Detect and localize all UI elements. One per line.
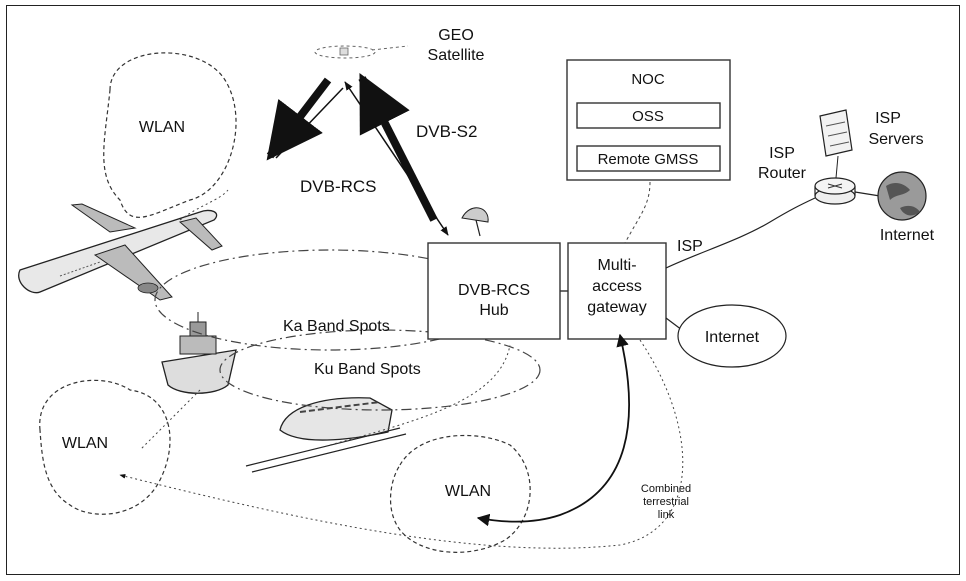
remote-gmss-box <box>576 145 721 172</box>
train-icon <box>245 397 407 473</box>
isp-server-icon <box>819 109 853 179</box>
gateway-label-line3: gateway <box>587 299 647 316</box>
wlan-left-label: WLAN <box>62 435 108 452</box>
wlan-bottom-label: WLAN <box>445 483 491 500</box>
combined-terrestrial-link-arrow <box>476 333 630 527</box>
gateway-label-line2: access <box>592 278 642 295</box>
dotted-link-plane-to-cloud <box>179 189 229 221</box>
dvb-s2-label: DVB-S2 <box>416 122 477 141</box>
dvb-s2-forward-arrow <box>275 73 438 222</box>
terrestrial-label-line3: link <box>658 509 675 521</box>
satellite-label-line1: GEO <box>438 27 474 44</box>
noc-gateway-link <box>624 181 651 244</box>
dotted-link-train-to-hub <box>329 344 511 446</box>
ku-band-label: Ku Band Spots <box>314 361 421 378</box>
terrestrial-label-line1: Combined <box>641 483 691 495</box>
geo-satellite-icon <box>314 45 409 59</box>
wlan-bottom-cloud <box>389 434 531 553</box>
satellite-label-line2: Satellite <box>428 47 485 64</box>
gateway-label-line1: Multi- <box>597 257 636 274</box>
oss-box <box>576 102 721 129</box>
airplane-icon <box>18 203 223 301</box>
dotted-link-ship <box>139 389 201 451</box>
internet-bubble-label: Internet <box>705 329 760 346</box>
wlan-top-cloud <box>103 52 237 218</box>
dvb-rcs-label: DVB-RCS <box>300 177 377 196</box>
internet-bubble <box>677 304 787 368</box>
dotted-link-to-left-wlan <box>119 339 684 549</box>
hub-label-line2: Hub <box>479 302 508 319</box>
isp-router-label-line1: ISP <box>769 145 795 162</box>
diagram-frame <box>6 5 960 575</box>
isp-router-label-line2: Router <box>758 165 807 182</box>
isp-router-icon <box>814 177 856 205</box>
isp-link-label: ISP <box>677 238 703 255</box>
internet-globe-icon <box>877 171 927 221</box>
oss-label: OSS <box>632 108 664 125</box>
isp-servers-label-line2: Servers <box>868 131 923 148</box>
ship-icon <box>161 312 237 394</box>
noc-title: NOC <box>631 71 665 88</box>
isp-internet-label: Internet <box>880 227 935 244</box>
hub-label-line1: DVB-RCS <box>458 282 530 299</box>
ka-band-label: Ka Band Spots <box>283 318 390 335</box>
wlan-top-label: WLAN <box>139 119 185 136</box>
remote-gmss-label: Remote GMSS <box>598 151 699 168</box>
gateway-isp-link <box>665 197 816 269</box>
isp-servers-label-line1: ISP <box>875 110 901 127</box>
terrestrial-label-line2: terrestrial <box>643 496 689 508</box>
dvb-rcs-uplink-arrow <box>266 77 449 236</box>
